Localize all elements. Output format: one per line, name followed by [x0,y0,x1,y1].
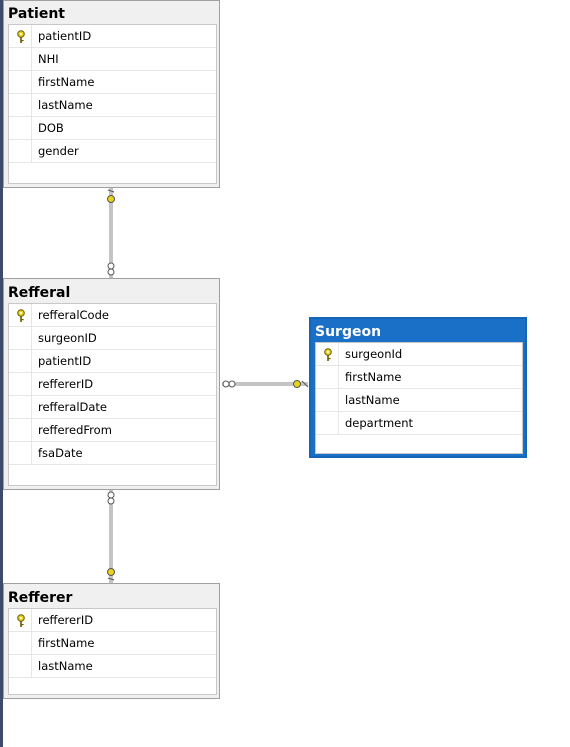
column-name: refferalDate [38,400,108,414]
row-selector [9,373,32,395]
column-row[interactable]: firstName [316,366,522,389]
row-selector [9,442,32,464]
row-selector [9,609,32,631]
many-end-infinity-icon [107,491,115,499]
one-end-key-icon [293,380,301,388]
column-name: DOB [38,121,64,135]
column-name: fsaDate [38,446,83,460]
column-row[interactable]: DOB [9,117,216,140]
many-end-infinity-icon [222,380,230,388]
table-title: Surgeon [311,322,525,342]
column-name: department [345,416,414,430]
column-name: reffererID [38,377,94,391]
column-row[interactable]: refferalCode [9,304,216,327]
column-name: firstName [38,636,95,650]
row-selector [9,117,32,139]
column-name: surgeonId [345,347,403,361]
column-name: lastName [38,98,93,112]
column-row[interactable]: patientID [9,25,216,48]
row-selector [316,366,339,388]
column-row[interactable]: patientID [9,350,216,373]
table-title: Refferer [4,588,219,608]
column-row[interactable]: fsaDate [9,442,216,465]
column-name: refferalCode [38,308,109,322]
row-selector [9,350,32,372]
column-name: lastName [38,659,93,673]
table-surgeon[interactable]: Surgeon surgeonId firstName lastName dep… [309,317,527,458]
table-patient[interactable]: Patient patientID NHI firstName lastName… [3,0,220,188]
column-grid: reffererID firstName lastName [8,608,217,695]
row-selector [9,48,32,70]
column-row[interactable]: refferedFrom [9,419,216,442]
row-selector [9,140,32,162]
column-name: surgeonID [38,331,97,345]
column-row[interactable]: firstName [9,632,216,655]
relationship-refferal-refferer[interactable] [107,490,115,583]
many-end-infinity-icon [107,262,115,270]
row-selector [9,304,32,326]
column-row[interactable]: surgeonId [316,343,522,366]
table-title: Patient [4,4,219,24]
row-selector [9,632,32,654]
primary-key-icon [17,30,25,43]
table-title: Refferal [4,283,219,303]
column-row[interactable]: reffererID [9,609,216,632]
row-selector [9,419,32,441]
column-name: patientID [38,29,92,43]
primary-key-icon [324,348,332,361]
column-grid: refferalCode surgeonID patientID reffere… [8,303,217,486]
column-row[interactable]: firstName [9,71,216,94]
column-grid: patientID NHI firstName lastName DOB gen… [8,24,217,184]
column-name: lastName [345,393,400,407]
column-name: gender [38,144,79,158]
row-selector [9,327,32,349]
primary-key-icon [17,309,25,322]
column-row[interactable]: NHI [9,48,216,71]
column-row[interactable]: gender [9,140,216,163]
row-selector [316,343,339,365]
column-row[interactable]: surgeonID [9,327,216,350]
one-end-key-icon [107,568,115,576]
row-selector [9,94,32,116]
column-name: patientID [38,354,92,368]
column-row[interactable]: lastName [9,655,216,678]
one-end-key-icon [107,195,115,203]
row-selector [9,71,32,93]
primary-key-icon [17,614,25,627]
row-selector [316,389,339,411]
table-refferer[interactable]: Refferer reffererID firstName lastName [3,583,220,699]
column-name: firstName [345,370,402,384]
column-row[interactable]: reffererID [9,373,216,396]
row-selector [9,25,32,47]
column-name: reffererID [38,613,94,627]
relationship-patient-refferal[interactable] [107,188,115,278]
column-row[interactable]: refferalDate [9,396,216,419]
column-name: firstName [38,75,95,89]
table-refferal[interactable]: Refferal refferalCode surgeonID patientI… [3,278,220,490]
relationship-refferal-surgeon[interactable] [222,380,309,388]
row-selector [316,412,339,434]
row-selector [9,396,32,418]
window-left-edge [0,0,3,747]
column-row[interactable]: department [316,412,522,435]
row-selector [9,655,32,677]
column-name: refferedFrom [38,423,112,437]
column-row[interactable]: lastName [9,94,216,117]
column-grid: surgeonId firstName lastName department [315,342,523,454]
column-name: NHI [38,52,59,66]
column-row[interactable]: lastName [316,389,522,412]
